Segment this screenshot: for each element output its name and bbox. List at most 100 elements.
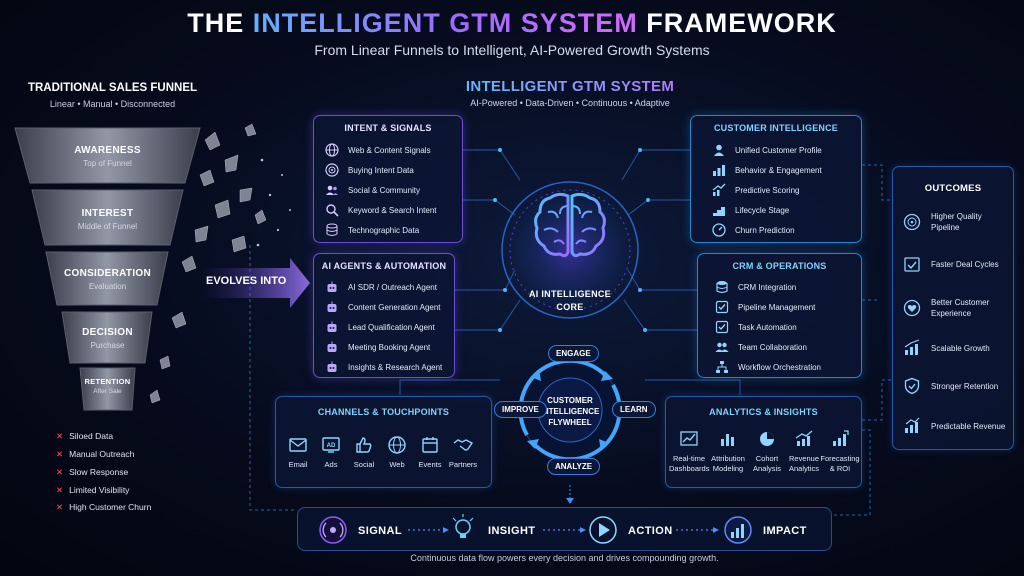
funnel-stage-consideration: CONSIDERATION Evaluation	[50, 268, 165, 291]
checkbox-icon	[714, 319, 730, 335]
stage-sub: Purchase	[90, 341, 125, 350]
list-item: Predictive Scoring	[711, 182, 799, 198]
funnel-subtitle: Linear • Manual • Disconnected	[49, 99, 176, 109]
user-icon	[711, 142, 727, 158]
list-item: Technographic Data	[324, 222, 419, 238]
flow-step-action: ACTION	[628, 525, 673, 537]
panel-title: ANALYTICS & INSIGHTS	[709, 407, 818, 417]
list-item: Social & Community	[324, 182, 420, 198]
item-label: Keyword & Search Intent	[348, 205, 437, 215]
crm-operations-panel: CRM & OPERATIONS CRM Integration Pipelin…	[697, 253, 862, 378]
list-item: Behavior & Engagement	[711, 162, 822, 178]
line-chart-icon	[679, 429, 699, 449]
channel-web: Web	[377, 435, 417, 470]
x-icon: ✕	[56, 431, 64, 441]
stage-name: CONSIDERATION	[63, 268, 152, 279]
panel-title: INTENT & SIGNALS	[344, 123, 432, 133]
analytics-forecasting: Forecasting & ROI	[820, 429, 860, 474]
item-label: Team Collaboration	[738, 342, 807, 352]
item-label: Scalable Growth	[931, 343, 990, 353]
robot-icon	[324, 279, 340, 295]
funnel-stage-consideration-shape	[45, 251, 169, 306]
flywheel-center-line2: INTELLIGENCE	[540, 407, 600, 416]
page-title: THE INTELLIGENT GTM SYSTEM FRAMEWORK	[0, 8, 1024, 39]
outcome-item: Faster Deal Cycles	[903, 255, 1001, 273]
stage-sub: Top of Funnel	[83, 159, 132, 168]
outcome-item: Scalable Growth	[903, 339, 1001, 357]
list-item: Churn Prediction	[711, 222, 795, 238]
item-label: Predictive Scoring	[735, 185, 800, 195]
item-label: Cohort Analysis	[753, 454, 781, 473]
pain-point-label: Siloed Data	[69, 431, 114, 441]
robot-icon	[324, 319, 340, 335]
item-label: Attribution Modeling	[711, 454, 745, 473]
pain-point: ✕ Siloed Data	[56, 431, 113, 442]
bar-chart-icon	[711, 162, 727, 178]
list-item: Meeting Booking Agent	[324, 339, 430, 355]
target-icon	[324, 162, 340, 178]
list-item: Keyword & Search Intent	[324, 202, 437, 218]
item-label: Partners	[448, 460, 478, 469]
list-item: Content Generation Agent	[324, 299, 441, 315]
pie-chart-icon	[757, 429, 777, 449]
funnel-stage-decision-shape	[61, 311, 153, 364]
panel-title: CHANNELS & TOUCHPOINTS	[317, 407, 450, 417]
channel-ads: AD Ads	[311, 435, 351, 470]
evolves-label: EVOLVES INTO	[206, 275, 287, 287]
list-item: Pipeline Management	[714, 299, 815, 315]
item-label: Predictable Revenue	[931, 421, 1006, 431]
item-label: Insights & Research Agent	[348, 362, 443, 372]
system-title-text: INTELLIGENT GTM SYSTEM	[465, 78, 675, 95]
globe-icon	[324, 142, 340, 158]
target-icon	[903, 213, 921, 231]
flow-step-insight: INSIGHT	[488, 525, 536, 537]
list-item: Insights & Research Agent	[324, 359, 442, 375]
calendar-check-icon	[903, 255, 921, 273]
item-label: Buying Intent Data	[348, 165, 414, 175]
item-label: Stronger Retention	[931, 381, 999, 391]
list-item: Lifecycle Stage	[711, 202, 789, 218]
robot-icon	[324, 359, 340, 375]
channel-email: Email	[278, 435, 318, 470]
system-title: INTELLIGENT GTM SYSTEM	[450, 78, 690, 95]
outcome-item: Predictable Revenue	[903, 417, 1009, 435]
channel-partners: Partners	[443, 435, 483, 470]
flywheel-center-line3: FLYWHEEL	[548, 418, 592, 427]
workflow-icon	[714, 359, 730, 375]
pain-point-label: High Customer Churn	[69, 502, 152, 512]
pain-point: ✕Slow Response	[56, 467, 128, 478]
stage-sub: After Sale	[93, 388, 122, 395]
item-label: AI SDR / Outreach Agent	[348, 282, 437, 292]
item-label: Real-time Dashboards	[669, 454, 710, 473]
shield-icon	[903, 377, 921, 395]
checklist-icon	[714, 299, 730, 315]
item-label: Faster Deal Cycles	[931, 259, 999, 269]
item-label: Social & Community	[348, 185, 421, 195]
funnel-title: TRADITIONAL SALES FUNNEL	[27, 82, 198, 94]
funnel-stage-awareness-shape	[14, 127, 201, 184]
x-icon: ✕	[56, 502, 64, 512]
title-highlight: INTELLIGENT GTM SYSTEM	[252, 8, 638, 38]
globe-icon	[387, 435, 407, 455]
item-label: Workflow Orchestration	[738, 362, 821, 372]
list-item: Team Collaboration	[714, 339, 807, 355]
item-label: Revenue Analytics	[788, 454, 820, 473]
core-label-line2: CORE	[556, 302, 584, 312]
list-item: Buying Intent Data	[324, 162, 414, 178]
funnel-stage-interest-shape	[31, 189, 184, 246]
growth-chart-icon	[830, 429, 850, 449]
list-item: CRM Integration	[714, 279, 796, 295]
item-label: Higher Quality Pipeline	[931, 212, 982, 232]
robot-icon	[324, 299, 340, 315]
customer-intelligence-panel: CUSTOMER INTELLIGENCE Unified Customer P…	[690, 115, 862, 243]
robot-icon	[324, 339, 340, 355]
system-subtitle: AI-Powered • Data-Driven • Continuous • …	[470, 98, 670, 108]
funnel-stage-awareness: AWARENESS Top of Funnel	[30, 145, 185, 168]
pain-point: ✕Limited Visibility	[56, 485, 129, 496]
outcome-item: Better Customer Experience	[903, 297, 1001, 319]
panel-title: CUSTOMER INTELLIGENCE	[713, 123, 839, 133]
pain-point: ✕ High Customer Churn	[56, 502, 151, 513]
item-label: Social	[353, 460, 375, 469]
signal-flow-bar: SIGNAL INSIGHT ACTION IMPACT	[297, 507, 832, 551]
